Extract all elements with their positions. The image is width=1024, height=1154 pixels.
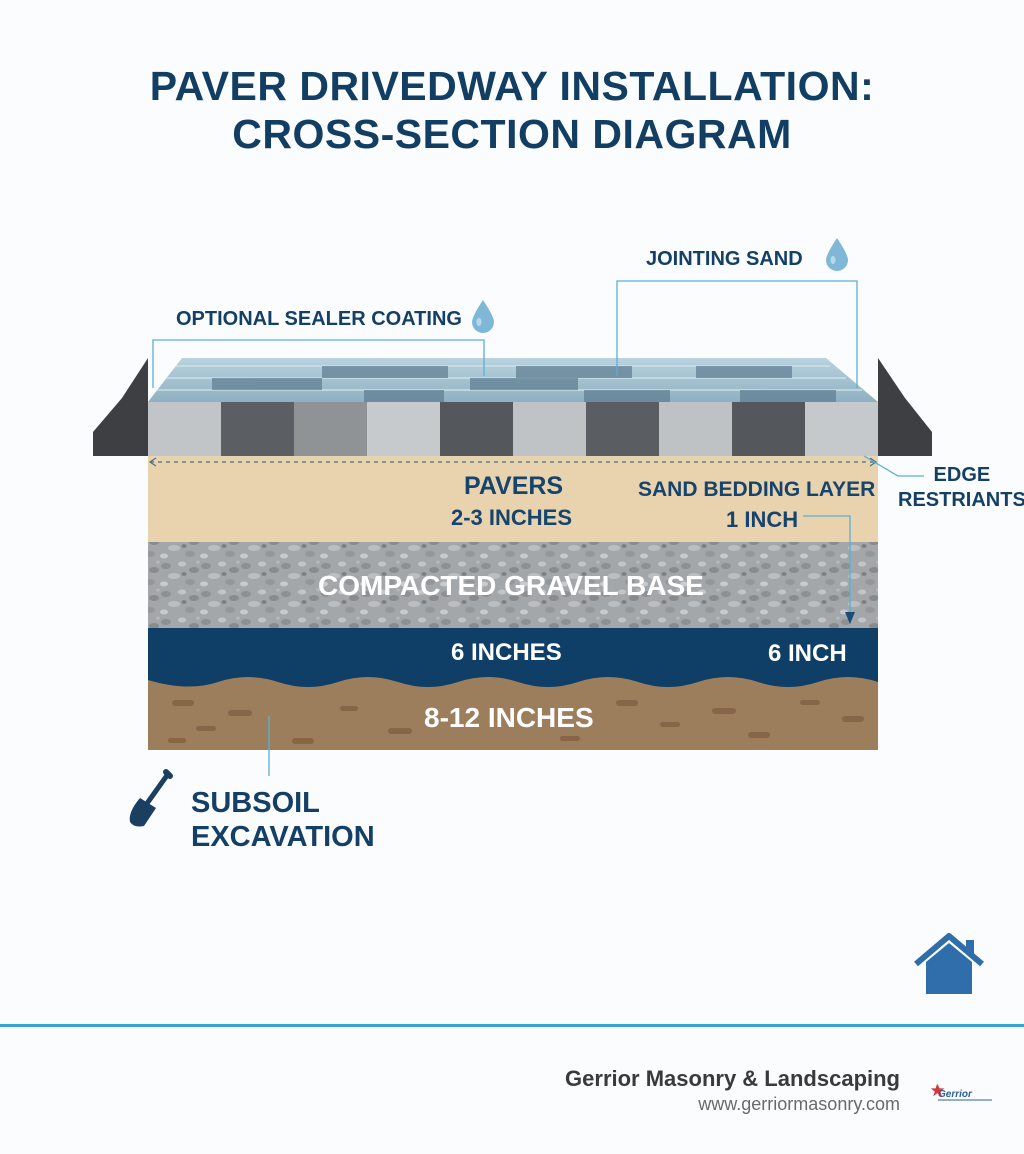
paver-blocks	[148, 402, 878, 456]
svg-text:Gerrior: Gerrior	[938, 1089, 973, 1100]
edge-restraints-label: EDGE RESTRIANTS	[898, 463, 1024, 513]
sand-bedding-depth-label: 1 INCH	[726, 507, 799, 532]
pavers-label: PAVERS	[464, 472, 564, 500]
edge-label-line-2: RESTRIANTS	[898, 489, 1024, 511]
company-branding: Gerrior Masonry & Landscaping www.gerrio…	[565, 1066, 900, 1115]
edge-label-line-1: EDGE	[933, 464, 991, 486]
base-depth-label: 6 INCHES	[451, 639, 562, 666]
edge-restraint-right	[878, 358, 932, 456]
subsoil-label-line-2: EXCAVATION	[191, 821, 375, 853]
sand-bedding-label: SAND BEDDING LAYER	[638, 478, 876, 501]
jointing-sand-label: JOINTING SAND	[646, 248, 803, 270]
gravel-base-label: COMPACTED GRAVEL BASE	[318, 570, 704, 601]
pavers-depth-label: 2-3 INCHES	[451, 505, 573, 530]
subsoil-depth-label: 8-12 INCHES	[424, 702, 594, 733]
arrow-head	[845, 612, 855, 624]
subsoil-layer	[148, 672, 878, 750]
paver-top-surface	[148, 358, 878, 402]
leader-lines	[152, 280, 924, 776]
water-drop-icon	[472, 300, 494, 333]
title-line-1: PAVER DRIVEDWAY INSTALLATION:	[149, 63, 875, 109]
water-drop-icon	[826, 238, 848, 271]
subsoil-label-line-1: SUBSOIL	[191, 787, 320, 819]
title-line-2: CROSS-SECTION DIAGRAM	[232, 111, 792, 157]
company-url[interactable]: www.gerriormasonry.com	[698, 1094, 900, 1114]
gravel-layer	[148, 540, 878, 628]
company-logo: Gerrior	[930, 1083, 992, 1101]
sand-layer	[148, 456, 878, 542]
home-icon	[914, 933, 984, 994]
edge-restraint-left	[93, 358, 148, 456]
dimension-line	[148, 457, 878, 467]
subsoil-excavation-label: SUBSOIL EXCAVATION	[191, 786, 375, 854]
sealer-coating-label: OPTIONAL SEALER COATING	[176, 308, 462, 330]
shovel-icon	[129, 769, 173, 827]
footer-divider	[0, 1024, 1024, 1027]
diagram-title: PAVER DRIVEDWAY INSTALLATION: CROSS-SECT…	[0, 62, 1024, 158]
base-depth-right-label: 6 INCH	[768, 640, 847, 667]
base-layer	[148, 626, 878, 687]
company-name: Gerrior Masonry & Landscaping	[565, 1066, 900, 1091]
